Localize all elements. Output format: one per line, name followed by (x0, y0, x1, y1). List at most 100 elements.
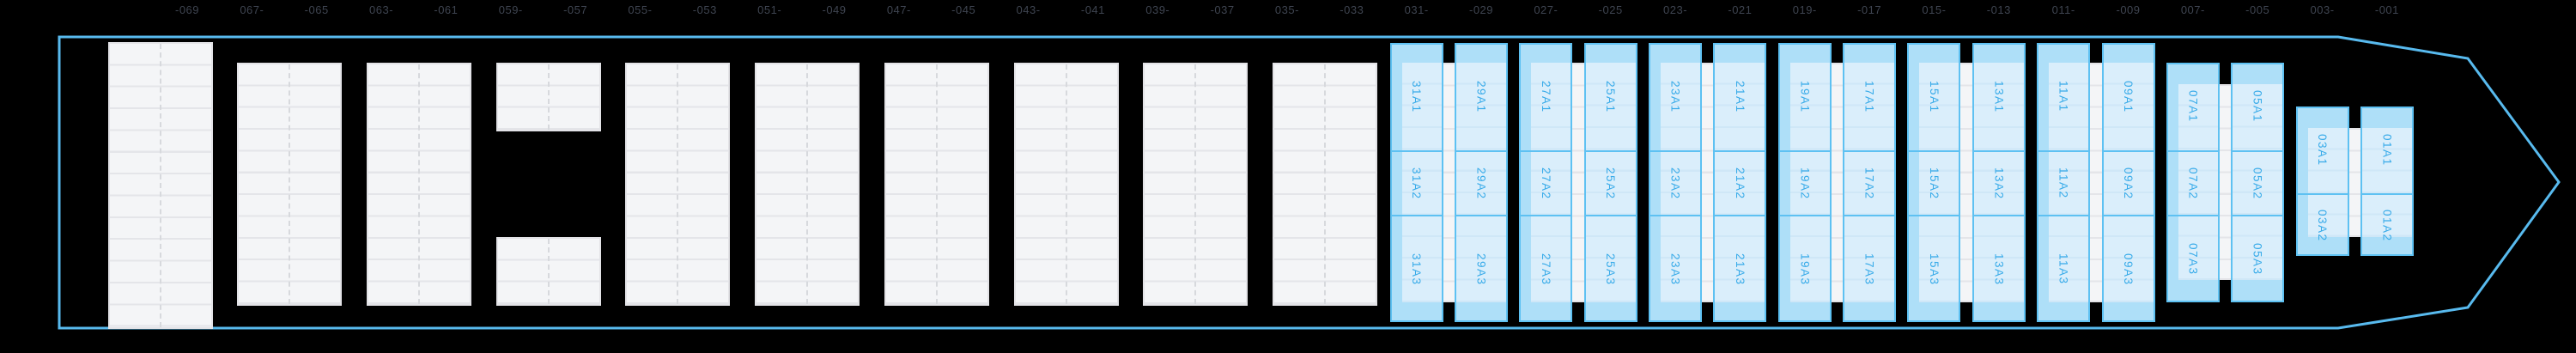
bay-cell-label: 25A2 (1604, 167, 1618, 200)
bay-cell-25A2[interactable]: 25A2 (1583, 150, 1637, 215)
bay-cell-23A1[interactable]: 23A1 (1649, 43, 1702, 150)
bay-cell-15A1[interactable]: 15A1 (1907, 43, 1960, 150)
frame-label: -025 (1598, 3, 1623, 16)
frame-label: 027- (1534, 3, 1558, 16)
bay-cell-label: 13A2 (1992, 167, 2006, 200)
frame-label: -021 (1728, 3, 1753, 16)
bay-cell-13A1[interactable]: 13A1 (1972, 43, 2026, 150)
bay-cell-03A1[interactable]: 03A1 (2296, 107, 2349, 193)
empty-slot-block (1143, 63, 1249, 306)
bay-column-09: 09A1 09A2 09A3 (2101, 43, 2155, 322)
bay-cell-05A3[interactable]: 05A3 (2231, 215, 2285, 302)
bay-cell-07A3[interactable]: 07A3 (2166, 215, 2220, 302)
frame-label: 015- (1922, 3, 1947, 16)
frame-label: 043- (1016, 3, 1041, 16)
slot-center-dashline (547, 238, 550, 304)
bay-cell-label: 05A1 (2251, 90, 2264, 123)
bay-cell-27A3[interactable]: 27A3 (1519, 215, 1573, 322)
empty-slot-block (755, 63, 860, 306)
bay-cell-17A3[interactable]: 17A3 (1843, 215, 1897, 322)
empty-slot-block (495, 63, 601, 132)
bay-cell-13A2[interactable]: 13A2 (1971, 150, 2026, 215)
bay-cell-25A1[interactable]: 25A1 (1584, 43, 1637, 150)
bay-column-25: 25A1 25A2 25A3 (1583, 43, 1637, 322)
bay-cell-07A2[interactable]: 07A2 (2166, 150, 2220, 215)
bay-cell-31A1[interactable]: 31A1 (1390, 43, 1443, 150)
bay-cell-31A3[interactable]: 31A3 (1389, 215, 1443, 322)
bay-cell-05A1[interactable]: 05A1 (2231, 63, 2284, 150)
slot-center-dashline (289, 64, 291, 304)
frame-label: -045 (951, 3, 976, 16)
bay-cell-23A3[interactable]: 23A3 (1649, 215, 1703, 322)
bay-cell-17A1[interactable]: 17A1 (1843, 43, 1896, 150)
bay-grid-tint (1585, 63, 1636, 302)
bay-cell-01A1[interactable]: 01A1 (2360, 107, 2414, 193)
empty-slot-block (625, 63, 731, 306)
bay-cell-label: 31A1 (1410, 80, 1424, 113)
bay-cell-21A2[interactable]: 21A2 (1713, 150, 1767, 215)
bay-cell-label: 13A3 (1992, 253, 2006, 286)
frame-label: 055- (628, 3, 653, 16)
bay-cell-17A2[interactable]: 17A2 (1843, 150, 1897, 215)
bay-grid-tint (2049, 63, 2089, 302)
bay-cell-11A3[interactable]: 11A3 (2037, 215, 2091, 322)
bay-cell-09A1[interactable]: 09A1 (2102, 43, 2155, 150)
bay-cell-label: 31A2 (1410, 167, 1424, 200)
frame-label: 063- (369, 3, 394, 16)
bay-grid-tint (2307, 128, 2348, 237)
bay-cell-09A3[interactable]: 09A3 (2101, 215, 2155, 322)
bay-cell-21A3[interactable]: 21A3 (1713, 215, 1767, 322)
frame-label: 019- (1792, 3, 1817, 16)
bay-cell-29A1[interactable]: 29A1 (1455, 43, 1508, 150)
bay-cell-label: 31A3 (1410, 253, 1424, 286)
bay-cell-label: 07A1 (2186, 90, 2200, 123)
bay-cell-13A3[interactable]: 13A3 (1971, 215, 2026, 322)
bay-cell-09A2[interactable]: 09A2 (2101, 150, 2155, 215)
frame-label: 047- (886, 3, 911, 16)
frame-label: -017 (1857, 3, 1882, 16)
bay-cell-25A3[interactable]: 25A3 (1583, 215, 1637, 322)
slot-center-dashline (1194, 64, 1197, 304)
frame-label: 023- (1663, 3, 1688, 16)
frame-label: 039- (1145, 3, 1170, 16)
bay-cell-27A2[interactable]: 27A2 (1519, 150, 1573, 215)
bay-cell-15A3[interactable]: 15A3 (1907, 215, 1961, 322)
bay-cell-01A2[interactable]: 01A2 (2360, 193, 2414, 256)
bay-cell-19A1[interactable]: 19A1 (1778, 43, 1832, 150)
bay-cell-label: 27A2 (1539, 167, 1552, 200)
bay-cell-label: 19A3 (1798, 253, 1812, 286)
bay-grid-tint (1401, 63, 1442, 302)
slot-center-dashline (159, 44, 161, 327)
bay-cell-29A3[interactable]: 29A3 (1455, 215, 1508, 322)
bay-cell-21A1[interactable]: 21A1 (1713, 43, 1766, 150)
bay-cell-19A2[interactable]: 19A2 (1777, 150, 1832, 215)
bay-cell-label: 25A3 (1604, 253, 1618, 286)
bay-cell-29A2[interactable]: 29A2 (1455, 150, 1508, 215)
slot-center-dashline (677, 64, 679, 304)
bay-cell-19A3[interactable]: 19A3 (1777, 215, 1832, 322)
bay-grid-tint (1844, 63, 1895, 302)
empty-slot-block (495, 236, 601, 306)
bay-cell-label: 09A3 (2122, 253, 2135, 286)
slot-center-dashline (806, 64, 809, 304)
frame-label: -001 (2374, 3, 2399, 16)
bay-cell-label: 21A1 (1733, 80, 1747, 113)
bay-cell-27A1[interactable]: 27A1 (1519, 43, 1572, 150)
bay-cell-11A2[interactable]: 11A2 (2037, 150, 2091, 215)
bay-cell-label: 09A1 (2122, 80, 2135, 113)
frame-label: 007- (2180, 3, 2205, 16)
empty-slot-block (237, 63, 343, 306)
bay-cell-11A1[interactable]: 11A1 (2037, 43, 2090, 150)
frame-label: -061 (434, 3, 459, 16)
bay-cell-31A2[interactable]: 31A2 (1389, 150, 1443, 215)
bay-cell-label: 11A3 (2057, 253, 2070, 285)
bay-cell-03A2[interactable]: 03A2 (2295, 193, 2349, 256)
bay-cell-23A2[interactable]: 23A2 (1649, 150, 1703, 215)
bay-cell-15A2[interactable]: 15A2 (1907, 150, 1961, 215)
bay-cell-07A1[interactable]: 07A1 (2166, 63, 2220, 150)
bay-cell-label: 07A2 (2186, 167, 2200, 200)
bay-cell-05A2[interactable]: 05A2 (2231, 150, 2285, 215)
bay-grid-tint (2233, 84, 2283, 280)
